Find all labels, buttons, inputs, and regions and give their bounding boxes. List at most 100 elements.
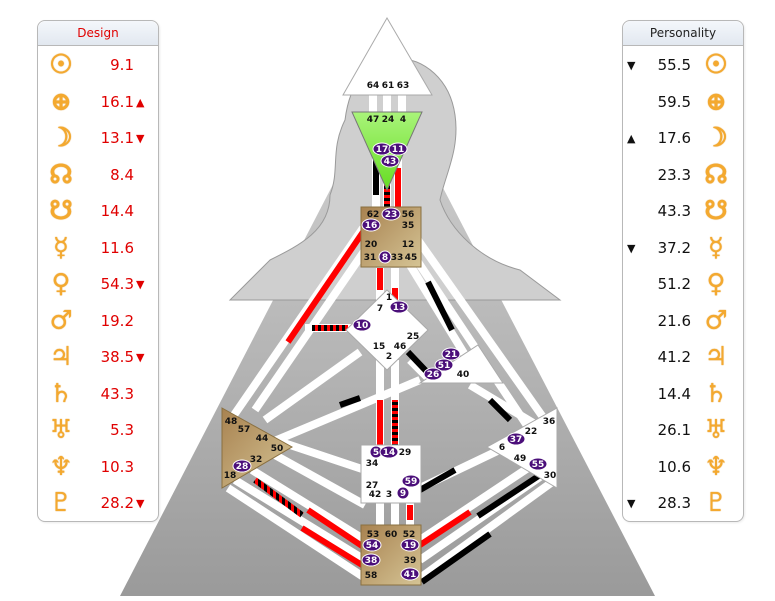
planet-row-pluto[interactable]: ♇28.2▼ xyxy=(38,487,158,523)
gate-33[interactable]: 33 xyxy=(391,253,404,263)
planet-row-venus[interactable]: ♀51.2 xyxy=(623,268,743,304)
planet-row-uranus[interactable]: ♅5.3 xyxy=(38,414,158,450)
planet-row-saturn[interactable]: ♄43.3 xyxy=(38,378,158,414)
gate-7[interactable]: 7 xyxy=(377,304,383,314)
gate-23[interactable]: 23 xyxy=(385,210,398,220)
gate-31[interactable]: 31 xyxy=(364,253,377,263)
planet-row-uranus[interactable]: ♅26.1 xyxy=(623,414,743,450)
planet-row-north-node[interactable]: ☊8.4 xyxy=(38,159,158,195)
gate-48[interactable]: 48 xyxy=(225,417,238,427)
planet-row-jupiter[interactable]: ♃41.2 xyxy=(623,341,743,377)
planet-row-neptune[interactable]: ♆10.3 xyxy=(38,451,158,487)
planet-row-venus[interactable]: ♀54.3▼ xyxy=(38,268,158,304)
gate-4[interactable]: 4 xyxy=(400,115,406,125)
gate-57[interactable]: 57 xyxy=(238,425,251,435)
gate-59[interactable]: 59 xyxy=(405,477,418,487)
gate-37[interactable]: 37 xyxy=(510,435,523,445)
gate-21[interactable]: 21 xyxy=(445,350,458,360)
gate-43[interactable]: 43 xyxy=(384,157,397,167)
neptune-icon: ♆ xyxy=(704,451,728,482)
planet-row-moon[interactable]: ☽17.6▲ xyxy=(623,122,743,158)
gate-3[interactable]: 3 xyxy=(386,490,392,500)
planet-row-jupiter[interactable]: ♃38.5▼ xyxy=(38,341,158,377)
gate-63[interactable]: 63 xyxy=(397,81,410,91)
gate-36[interactable]: 36 xyxy=(543,417,556,427)
gate-16[interactable]: 16 xyxy=(365,221,378,231)
planet-row-mercury[interactable]: ☿37.2▼ xyxy=(623,232,743,268)
gate-53[interactable]: 53 xyxy=(367,530,380,540)
planet-row-sun[interactable]: ☉9.1 xyxy=(38,49,158,85)
gate-38[interactable]: 38 xyxy=(365,556,378,566)
gate-40[interactable]: 40 xyxy=(457,370,470,380)
gate-9[interactable]: 9 xyxy=(400,489,406,499)
gate-30[interactable]: 30 xyxy=(544,471,557,481)
gate-25[interactable]: 25 xyxy=(407,332,420,342)
planet-row-north-node[interactable]: ☊23.3 xyxy=(623,159,743,195)
gate-47[interactable]: 47 xyxy=(367,115,380,125)
gate-24[interactable]: 24 xyxy=(382,115,395,125)
planet-row-pluto[interactable]: ♇28.3▼ xyxy=(623,487,743,523)
gate-2[interactable]: 2 xyxy=(386,352,392,362)
gate-28[interactable]: 28 xyxy=(236,462,249,472)
planet-row-mars[interactable]: ♂21.6 xyxy=(623,305,743,341)
planet-row-saturn[interactable]: ♄14.4 xyxy=(623,378,743,414)
gate-41[interactable]: 41 xyxy=(404,570,417,580)
gate-6[interactable]: 6 xyxy=(499,443,505,453)
planet-row-sun[interactable]: ☉55.5▼ xyxy=(623,49,743,85)
gate-29[interactable]: 29 xyxy=(399,448,412,458)
active-gate-marker xyxy=(362,538,382,552)
gate-1[interactable]: 1 xyxy=(386,293,392,303)
gate-52[interactable]: 52 xyxy=(403,530,416,540)
gate-55[interactable]: 55 xyxy=(532,460,545,470)
active-gate-marker xyxy=(361,218,381,232)
planet-row-mercury[interactable]: ☿11.6 xyxy=(38,232,158,268)
gate-61[interactable]: 61 xyxy=(382,81,395,91)
planet-row-south-node[interactable]: ☋43.3 xyxy=(623,195,743,231)
active-gate-marker xyxy=(378,250,392,264)
gate-35[interactable]: 35 xyxy=(402,221,415,231)
gate-11[interactable]: 11 xyxy=(392,145,405,155)
gate-line-value: 21.6 xyxy=(657,311,691,330)
gate-27[interactable]: 27 xyxy=(366,481,379,491)
gate-56[interactable]: 56 xyxy=(402,210,415,220)
gate-46[interactable]: 46 xyxy=(394,342,407,352)
gate-22[interactable]: 22 xyxy=(525,427,538,437)
gate-51[interactable]: 51 xyxy=(438,361,451,371)
planet-row-moon[interactable]: ☽13.1▼ xyxy=(38,122,158,158)
gate-13[interactable]: 13 xyxy=(393,303,406,313)
gate-45[interactable]: 45 xyxy=(405,253,418,263)
gate-42[interactable]: 42 xyxy=(369,490,382,500)
gate-62[interactable]: 62 xyxy=(367,210,380,220)
gate-19[interactable]: 19 xyxy=(404,541,417,551)
planet-row-earth[interactable]: ⊕59.5 xyxy=(623,86,743,122)
gate-14[interactable]: 14 xyxy=(383,448,396,458)
gate-12[interactable]: 12 xyxy=(402,240,415,250)
gate-49[interactable]: 49 xyxy=(514,454,527,464)
g-center[interactable] xyxy=(345,289,429,371)
planet-row-mars[interactable]: ♂19.2 xyxy=(38,305,158,341)
gate-44[interactable]: 44 xyxy=(256,434,269,444)
gate-17[interactable]: 17 xyxy=(376,145,389,155)
gate-64[interactable]: 64 xyxy=(367,81,380,91)
head-center[interactable] xyxy=(342,17,433,96)
gate-line-value: 51.2 xyxy=(657,275,691,293)
gate-50[interactable]: 50 xyxy=(271,444,284,454)
gate-60[interactable]: 60 xyxy=(385,530,398,540)
gate-58[interactable]: 58 xyxy=(365,571,378,581)
planet-row-neptune[interactable]: ♆10.6 xyxy=(623,451,743,487)
gate-39[interactable]: 39 xyxy=(404,556,417,566)
gate-26[interactable]: 26 xyxy=(427,370,440,380)
planet-row-south-node[interactable]: ☋14.4 xyxy=(38,195,158,231)
gate-32[interactable]: 32 xyxy=(250,455,263,465)
gate-34[interactable]: 34 xyxy=(366,459,379,469)
gate-15[interactable]: 15 xyxy=(373,342,386,352)
planet-row-earth[interactable]: ⊕16.1▲ xyxy=(38,86,158,122)
gate-20[interactable]: 20 xyxy=(365,240,378,250)
gate-5[interactable]: 5 xyxy=(373,448,379,458)
gate-8[interactable]: 8 xyxy=(382,253,388,263)
exalted-arrow-icon: ▲ xyxy=(136,95,145,109)
gate-18[interactable]: 18 xyxy=(224,471,237,481)
gate-10[interactable]: 10 xyxy=(356,321,369,331)
design-panel-title: Design xyxy=(38,21,158,46)
gate-54[interactable]: 54 xyxy=(366,541,379,551)
